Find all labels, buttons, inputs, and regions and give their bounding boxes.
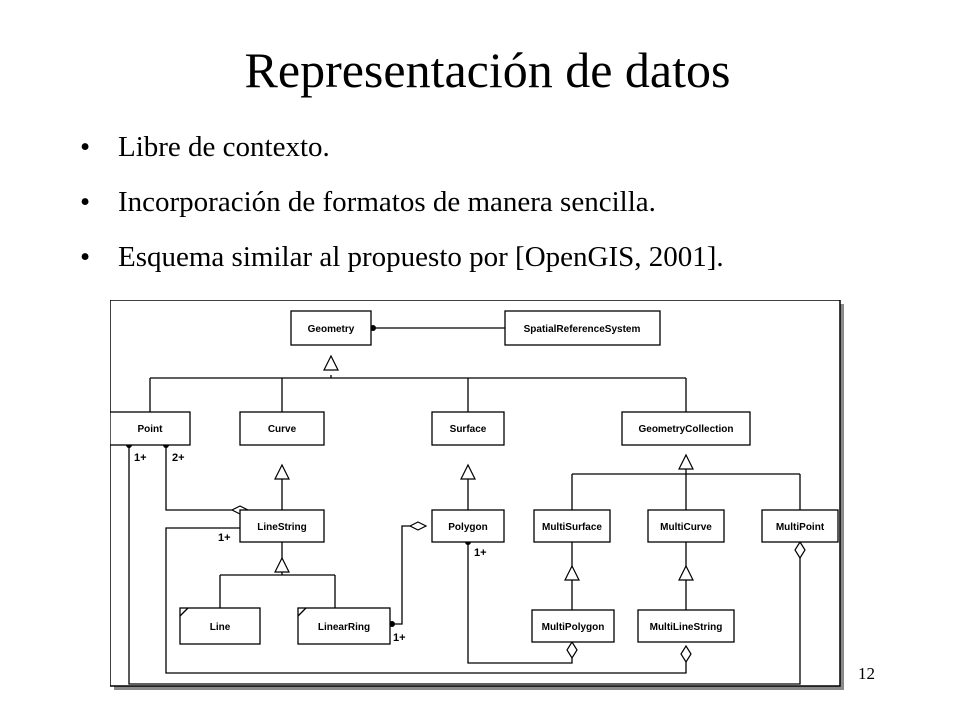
class-multilinestring: MultiLineString: [637, 609, 735, 643]
class-label: LinearRing: [318, 622, 370, 633]
class-label: Polygon: [448, 522, 487, 533]
class-multipoint: MultiPoint: [761, 509, 839, 543]
class-label: Surface: [450, 424, 487, 435]
class-line: Line: [179, 607, 261, 645]
class-geometry-collection: GeometryCollection: [621, 411, 751, 446]
aggregation-diamond: [566, 640, 578, 660]
multiplicity-label: 1+: [474, 547, 487, 559]
class-label: MultiPoint: [776, 522, 825, 533]
class-label: MultiSurface: [542, 522, 602, 533]
class-label: GeometryCollection: [638, 424, 733, 435]
class-spatial-reference-system: SpatialReferenceSystem: [504, 310, 661, 346]
generalization-arrow: [274, 463, 290, 480]
class-point: Point: [110, 411, 191, 446]
bullet-text: Incorporación de formatos de manera senc…: [118, 186, 656, 218]
class-surface: Surface: [431, 411, 505, 446]
class-multipolygon: MultiPolygon: [531, 609, 615, 643]
class-label: MultiPolygon: [542, 622, 605, 633]
bullet-text: Libre de contexto.: [118, 131, 330, 163]
generalization-arrow: [678, 564, 694, 581]
multiplicity-label: 1+: [393, 632, 406, 644]
class-linestring: LineString: [239, 509, 325, 543]
class-label: Geometry: [308, 324, 355, 335]
class-polygon: Polygon: [431, 509, 505, 543]
generalization-arrow: [323, 354, 339, 371]
bullet-item: • Esquema similar al propuesto por [OpenG…: [80, 242, 724, 273]
aggregation-diamond: [794, 540, 806, 560]
slide-title: Representación de datos: [244, 42, 731, 98]
generalization-arrow: [564, 564, 580, 581]
class-label: MultiCurve: [660, 522, 712, 533]
aggregation-diamond: [408, 521, 428, 531]
bullet-symbol: •: [80, 241, 91, 273]
uml-diagram: Geometry SpatialReferenceSystem Point Cu…: [110, 300, 850, 695]
class-corner-mark: [297, 607, 307, 617]
polygon-multipolygon-association: [467, 542, 573, 664]
uml-diagram-canvas: Geometry SpatialReferenceSystem Point Cu…: [110, 300, 844, 690]
bullet-list: • Libre de contexto. • Incorporación de fo…: [80, 132, 724, 297]
class-label: Curve: [268, 424, 297, 435]
linearring-polygon-association: [392, 525, 410, 625]
multiplicity-label: 2+: [172, 452, 185, 464]
multiplicity-label: 1+: [134, 452, 147, 464]
generalization-arrow: [274, 556, 290, 573]
multiplicity-label: 1+: [218, 532, 231, 544]
aggregation-diamond: [680, 644, 692, 664]
class-multicurve: MultiCurve: [647, 509, 725, 543]
bullet-symbol: •: [80, 186, 91, 218]
generalization-arrow: [460, 463, 476, 480]
point-linestring-association: [165, 445, 232, 511]
class-curve: Curve: [239, 411, 325, 446]
generalization-arrow: [678, 453, 694, 470]
class-label: Line: [210, 622, 231, 633]
class-label: Point: [138, 424, 164, 435]
class-corner-mark: [179, 607, 189, 617]
class-label: MultiLineString: [650, 622, 723, 633]
page-number: 12: [858, 664, 875, 683]
class-label: SpatialReferenceSystem: [524, 324, 641, 335]
bullet-item: • Incorporación de formatos de manera sen…: [80, 187, 724, 218]
class-label: LineString: [257, 522, 306, 533]
class-geometry: Geometry: [290, 310, 372, 346]
class-multisurface: MultiSurface: [533, 509, 611, 543]
linestring-multilinestring-association: [165, 527, 687, 674]
bullet-symbol: •: [80, 131, 91, 163]
point-multipoint-association: [128, 445, 801, 685]
class-linearring: LinearRing: [297, 607, 391, 645]
bullet-item: • Libre de contexto.: [80, 132, 724, 163]
bullet-text: Esquema similar al propuesto por [OpenGI…: [118, 241, 724, 273]
